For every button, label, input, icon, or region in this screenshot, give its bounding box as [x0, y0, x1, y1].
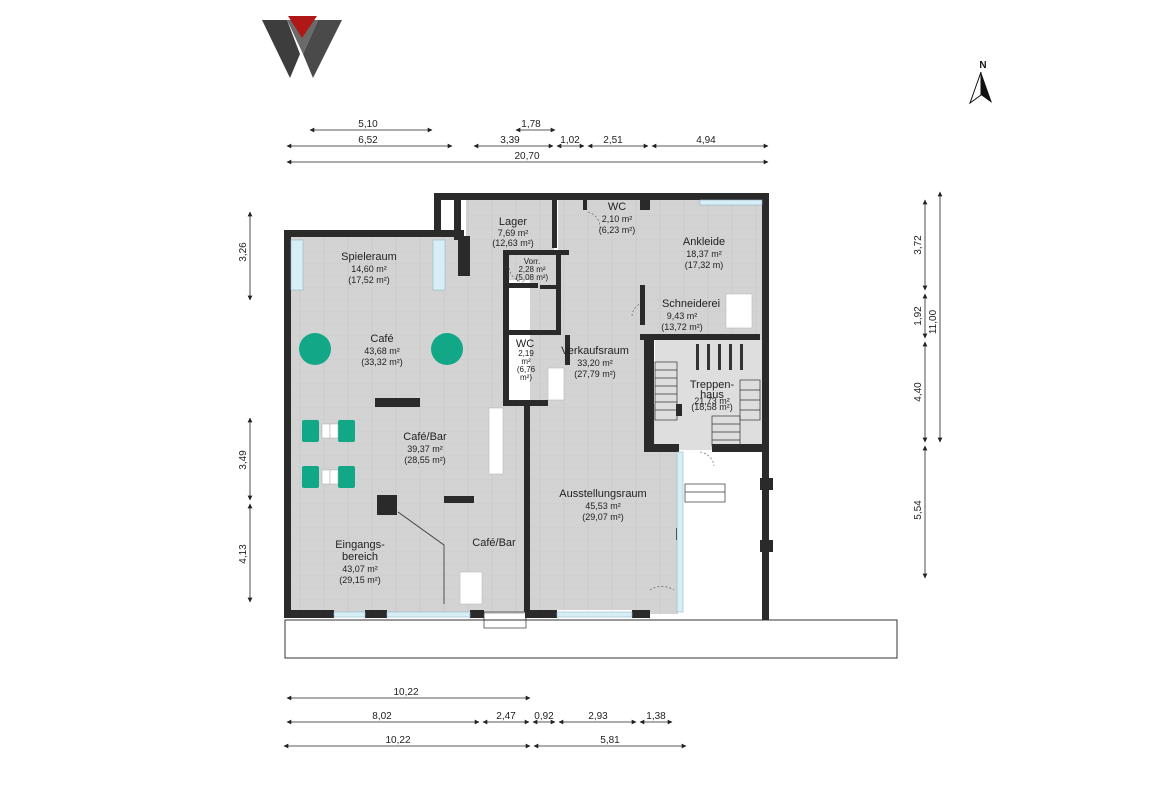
room-verkaufsraum-area: 33,20 m² — [577, 358, 613, 368]
walls — [284, 193, 773, 620]
dim-bottom-1022-b: 10,22 — [385, 735, 410, 746]
dim-bottom-581: 5,81 — [600, 735, 620, 746]
dim-top-339: 3,39 — [500, 135, 520, 146]
dim-right-372: 3,72 — [913, 235, 924, 255]
room-spieleraum-area: 14,60 m² — [351, 264, 387, 274]
dim-left-413: 4,13 — [238, 544, 249, 564]
room-wc-mid-area: 2,19 — [518, 349, 534, 358]
floor-areas — [291, 200, 763, 614]
room-spieleraum-sub: (17,52 m²) — [348, 275, 390, 285]
room-labels: Lager 7,69 m² (12,63 m²) WC 2,10 m² (6,2… — [335, 201, 734, 585]
room-schneiderei-name: Schneiderei — [662, 298, 720, 310]
dim-right-440: 4,40 — [913, 382, 924, 402]
room-wc-top-area: 2,10 m² — [602, 214, 633, 224]
room-eingangsbereich-area: 43,07 m² — [342, 564, 378, 574]
terrace-strip — [284, 619, 898, 659]
north-label: N — [979, 60, 986, 71]
room-schneiderei-area: 9,43 m² — [667, 311, 698, 321]
room-spieleraum-name: Spieleraum — [341, 251, 397, 263]
dim-bottom-247: 2,47 — [496, 711, 516, 722]
dim-right-total: 11,00 — [928, 309, 939, 334]
room-wc-mid-area2: m² — [521, 357, 531, 366]
dim-bottom-293: 2,93 — [588, 711, 608, 722]
room-cafebar-sub: (28,55 m²) — [404, 455, 446, 465]
cafe-tables — [299, 333, 463, 488]
room-wc-mid-name: WC — [516, 338, 534, 350]
top-dimensions — [286, 127, 769, 165]
dim-right-192: 1,92 — [913, 306, 924, 326]
room-lager-sub: (12,63 m²) — [492, 238, 534, 248]
room-treppenhaus-area: 21,73 m² — [694, 396, 730, 406]
room-ausstellungsraum-area: 45,53 m² — [585, 501, 621, 511]
dim-top-178: 1,78 — [521, 119, 541, 130]
room-wc-mid-sub: (6,76 — [517, 365, 536, 374]
dim-bottom-092: 0,92 — [534, 711, 554, 722]
right-dimensions — [922, 191, 943, 579]
dim-right-554: 5,54 — [913, 500, 924, 520]
cafe-chairs — [321, 423, 339, 485]
room-eingangsbereich-name2: bereich — [342, 551, 378, 563]
room-wc-top-name: WC — [608, 201, 626, 213]
dim-left-349: 3,49 — [238, 450, 249, 470]
room-vorr-sub: (5,08 m²) — [516, 273, 549, 282]
doors — [508, 211, 715, 591]
room-ausstellungsraum-name: Ausstellungsraum — [559, 488, 646, 500]
room-eingangsbereich-sub: (29,15 m²) — [339, 575, 381, 585]
room-cafebar-small-name: Café/Bar — [472, 537, 516, 549]
dim-bottom-138: 1,38 — [646, 711, 666, 722]
room-wc-top-sub: (6,23 m²) — [599, 225, 636, 235]
room-ankleide-area: 18,37 m² — [686, 249, 722, 259]
north-arrow: N — [968, 60, 992, 105]
room-cafe-sub: (33,32 m²) — [361, 357, 403, 367]
dim-top-510: 5,10 — [358, 119, 378, 130]
room-cafebar-area: 39,37 m² — [407, 444, 443, 454]
room-treppenhaus-sub: (18,58 m²) — [691, 402, 733, 412]
dim-top-251: 2,51 — [603, 135, 623, 146]
room-wc-mid-sub2: m²) — [520, 373, 532, 382]
room-schneiderei-sub: (13,72 m²) — [661, 322, 703, 332]
storage-rack — [696, 344, 743, 370]
room-ankleide-sub: (17,32 m) — [685, 260, 724, 270]
bottom-dimensions — [283, 695, 687, 749]
company-logo — [262, 16, 342, 78]
windows — [290, 199, 763, 618]
room-cafe-area: 43,68 m² — [364, 346, 400, 356]
room-vorr-area: 2,28 m² — [518, 265, 545, 274]
dim-left-326: 3,26 — [238, 242, 249, 262]
room-eingangsbereich-name: Eingangs- — [335, 539, 385, 551]
room-ankleide-name: Ankleide — [683, 236, 725, 248]
staircase — [483, 361, 761, 629]
room-cafebar-name: Café/Bar — [403, 431, 447, 443]
bar-counter — [459, 293, 753, 605]
dim-bottom-1022-a: 10,22 — [393, 687, 418, 698]
room-lager-area: 7,69 m² — [498, 228, 529, 238]
room-treppenhaus-name: Treppen- — [690, 379, 735, 391]
dim-top-102: 1,02 — [560, 135, 580, 146]
dim-top-494: 4,94 — [696, 135, 716, 146]
room-verkaufsraum-sub: (27,79 m²) — [574, 369, 616, 379]
dim-top-652: 6,52 — [358, 135, 378, 146]
room-vorr-name: Vorr. — [524, 257, 540, 266]
dim-top-total: 20,70 — [514, 151, 539, 162]
room-ausstellungsraum-sub: (29,07 m²) — [582, 512, 624, 522]
room-cafe-name: Café — [370, 333, 393, 345]
room-lager-name: Lager — [499, 216, 527, 228]
counter-line — [397, 511, 445, 604]
room-verkaufsraum-name: Verkaufsraum — [561, 345, 629, 357]
room-treppenhaus-name2: haus — [700, 389, 724, 401]
dim-bottom-802: 8,02 — [372, 711, 392, 722]
